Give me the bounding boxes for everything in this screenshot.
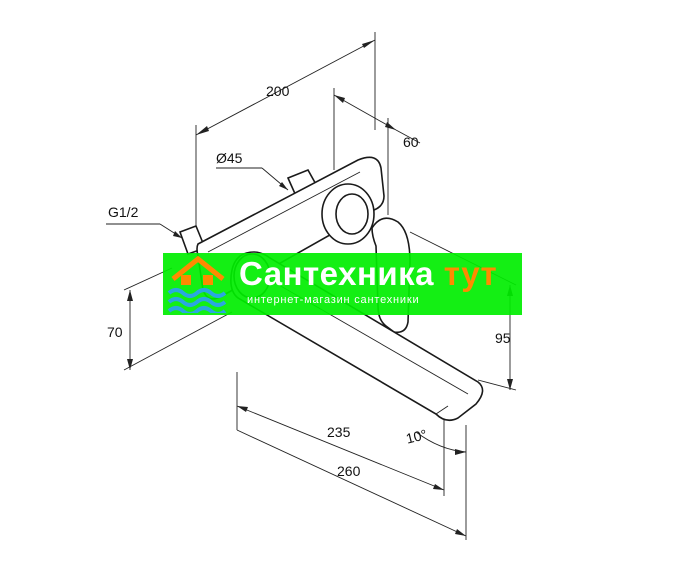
ext-line-70-bottom bbox=[123, 311, 233, 371]
dim-line-235 bbox=[236, 405, 445, 491]
dim-260: 260 bbox=[236, 412, 467, 540]
watermark-subtitle: интернет-магазин сантехники bbox=[247, 294, 420, 306]
logo-window-icon bbox=[181, 275, 191, 285]
arrow-235-right bbox=[433, 484, 444, 490]
label-235: 235 bbox=[327, 424, 351, 440]
arrow-200-right bbox=[362, 40, 375, 48]
arrow-thread bbox=[173, 231, 182, 238]
arrow-60-right bbox=[385, 122, 396, 130]
dim-thread: G1/2 bbox=[106, 204, 183, 239]
handle-cap bbox=[335, 193, 369, 235]
leader-60 bbox=[395, 129, 421, 144]
dim-line-200 bbox=[195, 39, 376, 136]
dim-line-60 bbox=[333, 94, 397, 131]
watermark-title: Сантехника тут bbox=[239, 255, 497, 293]
logo-wave-icon-3 bbox=[167, 306, 227, 313]
logo-wave-icon bbox=[167, 288, 227, 298]
arrow-95-bottom bbox=[507, 379, 513, 390]
arrow-200-left bbox=[196, 126, 209, 135]
dim-angle: 10° bbox=[404, 426, 467, 455]
watermark-title-accent: тут bbox=[443, 255, 498, 292]
logo-roof-icon bbox=[171, 255, 225, 281]
label-thread: G1/2 bbox=[108, 204, 139, 220]
arrow-60-left bbox=[334, 95, 345, 103]
label-200: 200 bbox=[266, 83, 290, 99]
label-60: 60 bbox=[403, 134, 419, 150]
logo-wave-icon-2 bbox=[167, 297, 227, 307]
arrow-260-right bbox=[455, 529, 466, 536]
dim-200: 200 bbox=[195, 32, 376, 235]
label-angle: 10° bbox=[404, 426, 428, 447]
wall-plate-edge bbox=[207, 171, 361, 253]
dim-235: 235 bbox=[236, 372, 445, 496]
arrow-70-bottom bbox=[127, 359, 133, 370]
spout-tip-edge bbox=[435, 405, 449, 415]
label-diameter: Ø45 bbox=[216, 150, 243, 166]
logo-window-icon-2 bbox=[203, 275, 213, 285]
dim-diameter: Ø45 bbox=[216, 150, 289, 191]
arrow-235-left bbox=[237, 406, 248, 412]
watermark-title-main: Сантехника bbox=[239, 255, 435, 292]
dim-60: 60 bbox=[333, 88, 421, 215]
label-260: 260 bbox=[337, 463, 361, 479]
ext-line-95-bottom bbox=[477, 379, 517, 391]
label-70: 70 bbox=[107, 324, 123, 340]
label-95: 95 bbox=[495, 330, 511, 346]
arrow-diameter bbox=[279, 182, 288, 190]
arrow-70-top bbox=[127, 290, 133, 301]
dim-70: 70 bbox=[107, 267, 233, 371]
watermark-logo bbox=[167, 255, 227, 313]
dim-line-260 bbox=[236, 429, 467, 537]
arrow-angle bbox=[455, 449, 466, 455]
watermark-banner: Сантехника тут интернет-магазин сантехни… bbox=[163, 253, 522, 315]
